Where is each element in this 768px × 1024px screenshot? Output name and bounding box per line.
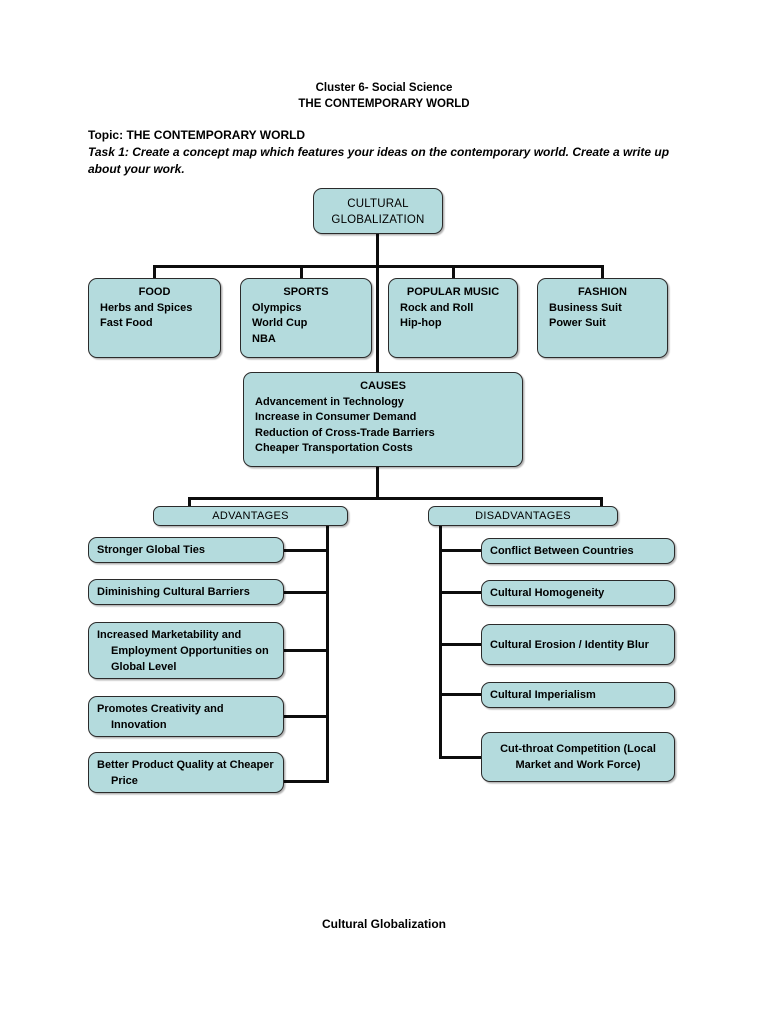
connector-disadvantages-stem-3: [439, 643, 483, 646]
node-sports-items: Olympics World Cup NBA: [241, 301, 371, 348]
connector-advantages-stem-4: [284, 715, 329, 718]
node-sports-item: World Cup: [252, 317, 308, 329]
node-advantages-header[interactable]: ADVANTAGES: [153, 506, 348, 526]
connector-advantages-stem-3: [284, 649, 329, 652]
advantages-title: ADVANTAGES: [212, 510, 289, 522]
node-fashion-title: FASHION: [578, 286, 627, 298]
node-causes-item: Increase in Consumer Demand: [255, 411, 417, 423]
connector-advantages-spine: [326, 524, 329, 782]
connector-trunk-to-causes: [376, 265, 379, 373]
node-advantage-1[interactable]: Stronger Global Ties: [88, 537, 284, 563]
node-food-item: Herbs and Spices: [100, 301, 193, 314]
node-popular-music[interactable]: POPULAR MUSIC Rock and Roll Hip-hop: [388, 278, 518, 358]
connector-drop-advantages: [188, 497, 191, 508]
node-sports-item: NBA: [252, 332, 276, 345]
advantage-label: Stronger Global Ties: [97, 544, 205, 556]
disadvantage-label: Cultural Imperialism: [490, 689, 596, 701]
node-popular-music-title: POPULAR MUSIC: [406, 286, 500, 298]
node-fashion-item: Power Suit: [549, 317, 606, 329]
footer-caption: Cultural Globalization: [321, 917, 446, 931]
connector-root-trunk: [376, 234, 379, 278]
root-line-2: GLOBALIZATION: [331, 214, 425, 226]
node-causes-item: Reduction of Cross-Trade Barriers: [255, 426, 435, 439]
node-causes-item: Cheaper Transportation Costs: [255, 442, 413, 454]
connector-advantages-stem-1: [284, 549, 329, 552]
node-advantage-4[interactable]: Promotes Creativity and Innovation: [88, 696, 284, 737]
connector-drop-sports: [300, 265, 303, 279]
root-line-1: CULTURAL: [347, 198, 409, 210]
node-causes-title: CAUSES: [360, 380, 406, 392]
node-causes-items: Advancement in Technology Increase in Co…: [244, 395, 522, 457]
connector-disadvantages-stem-1: [439, 549, 483, 552]
node-food-title: FOOD: [138, 286, 171, 298]
connector-disadvantages-stem-4: [439, 693, 483, 696]
task-instruction: Task 1: Create a concept map which featu…: [88, 145, 670, 176]
connector-disadvantages-stem-2: [439, 591, 483, 594]
connector-causes-stem: [376, 466, 379, 499]
disadvantage-label: Cut-throat Competition (Local Market and…: [500, 743, 656, 771]
node-disadvantage-4[interactable]: Cultural Imperialism: [481, 682, 675, 708]
node-disadvantages-header[interactable]: DISADVANTAGES: [428, 506, 618, 526]
node-popular-music-item: Rock and Roll: [400, 301, 474, 314]
node-food[interactable]: FOOD Herbs and Spices Fast Food: [88, 278, 221, 358]
node-fashion-items: Business Suit Power Suit: [538, 301, 667, 332]
connector-drop-disadvantages: [600, 497, 603, 508]
node-popular-music-item: Hip-hop: [400, 317, 442, 329]
disadvantage-label: Cultural Homogeneity: [490, 587, 605, 599]
disadvantage-label: Conflict Between Countries: [490, 545, 634, 557]
connector-drop-fashion: [601, 265, 604, 279]
node-advantage-2[interactable]: Diminishing Cultural Barriers: [88, 579, 284, 605]
connector-branch-bus: [188, 497, 603, 500]
node-fashion-item: Business Suit: [549, 301, 622, 314]
advantage-label: Promotes Creativity and Innovation: [97, 702, 224, 731]
connector-advantages-stem-2: [284, 591, 329, 594]
advantage-label: Increased Marketability and Employment O…: [97, 628, 269, 673]
node-popular-music-items: Rock and Roll Hip-hop: [389, 301, 517, 332]
node-sports[interactable]: SPORTS Olympics World Cup NBA: [240, 278, 372, 358]
connector-advantages-stem-5: [284, 780, 329, 783]
header-cluster-line: Cluster 6- Social Science: [315, 82, 453, 94]
connector-drop-music: [452, 265, 455, 279]
node-sports-title: SPORTS: [283, 286, 329, 298]
node-advantage-5[interactable]: Better Product Quality at Cheaper Price: [88, 752, 284, 793]
connector-disadvantages-spine: [439, 524, 442, 759]
advantage-label: Better Product Quality at Cheaper Price: [97, 758, 274, 787]
node-advantage-3[interactable]: Increased Marketability and Employment O…: [88, 622, 284, 679]
node-causes[interactable]: CAUSES Advancement in Technology Increas…: [243, 372, 523, 467]
node-disadvantage-5[interactable]: Cut-throat Competition (Local Market and…: [481, 732, 675, 782]
node-sports-item: Olympics: [252, 301, 302, 314]
advantage-label: Diminishing Cultural Barriers: [97, 586, 250, 598]
node-disadvantage-2[interactable]: Cultural Homogeneity: [481, 580, 675, 606]
node-food-item: Fast Food: [100, 317, 153, 329]
node-cultural-globalization[interactable]: CULTURAL GLOBALIZATION: [313, 188, 443, 234]
header-title-line: THE CONTEMPORARY WORLD: [298, 98, 470, 110]
disadvantage-label: Cultural Erosion / Identity Blur: [490, 638, 649, 651]
node-fashion[interactable]: FASHION Business Suit Power Suit: [537, 278, 668, 358]
topic-label: Topic: THE CONTEMPORARY WORLD: [88, 128, 306, 142]
node-food-items: Herbs and Spices Fast Food: [89, 301, 220, 332]
node-disadvantage-3[interactable]: Cultural Erosion / Identity Blur: [481, 624, 675, 665]
node-causes-item: Advancement in Technology: [255, 395, 404, 408]
connector-disadvantages-stem-5: [439, 756, 483, 759]
node-disadvantage-1[interactable]: Conflict Between Countries: [481, 538, 675, 564]
disadvantages-title: DISADVANTAGES: [475, 510, 571, 522]
connector-drop-food: [153, 265, 156, 279]
